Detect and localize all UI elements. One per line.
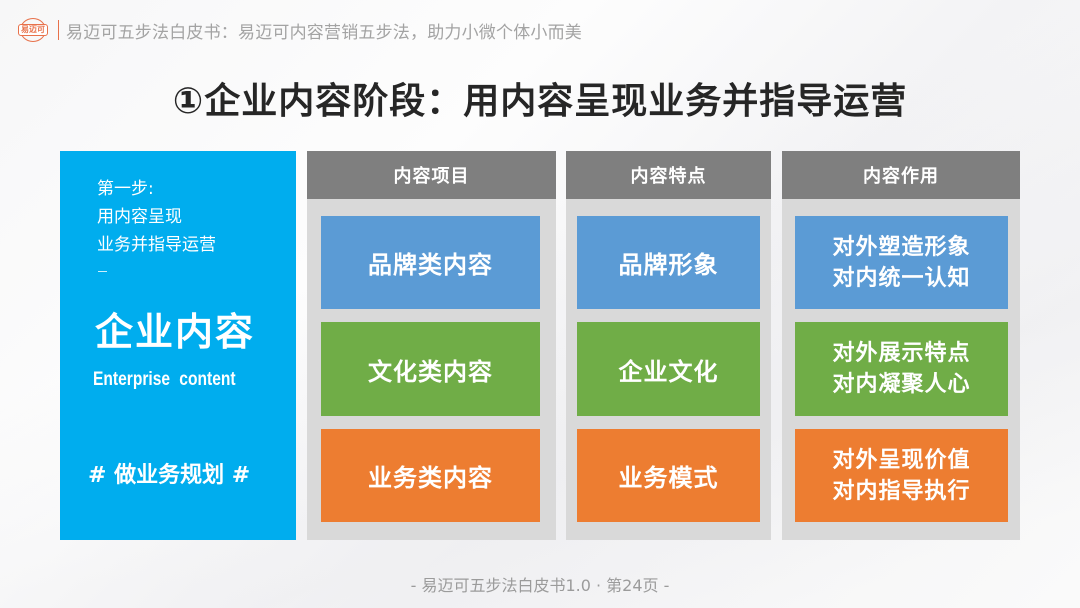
brand-logo-icon: 易迈可	[16, 18, 50, 42]
cell-text-line: 对内指导执行	[832, 478, 971, 504]
cell-text: 品牌形象	[618, 251, 719, 279]
column-content-features: 内容特点 品牌形象 企业文化 业务模式	[566, 151, 771, 540]
cell-show-features: 对外展示特点 对内凝聚人心	[795, 322, 1008, 416]
cell-text: 业务类内容	[368, 464, 493, 492]
header-bar: 易迈可 易迈可五步法白皮书：易迈可内容营销五步法，助力小微个体小而美	[16, 16, 582, 44]
cell-brand-image: 品牌形象	[577, 216, 760, 309]
cell-present-value: 对外呈现价值 对内指导执行	[795, 429, 1008, 522]
cell-brand-content: 品牌类内容	[321, 216, 540, 309]
cell-business-content: 业务类内容	[321, 429, 540, 522]
cell-business-model: 业务模式	[577, 429, 760, 522]
cell-text: 业务模式	[618, 464, 719, 492]
column-header: 内容项目	[307, 151, 556, 199]
column-header: 内容特点	[566, 151, 771, 199]
cell-text: 文化类内容	[368, 357, 493, 386]
cell-text: 品牌类内容	[368, 251, 493, 279]
cell-corporate-culture: 企业文化	[577, 322, 760, 416]
page-footer: - 易迈可五步法白皮书1.0 · 第24页 -	[410, 576, 670, 595]
cell-text-line: 对外展示特点	[832, 341, 971, 366]
column-content-roles: 内容作用 对外塑造形象 对内统一认知 对外展示特点 对内凝聚人心 对外呈现价值 …	[782, 151, 1020, 540]
header-subtitle: 易迈可五步法白皮书：易迈可内容营销五步法，助力小微个体小而美	[66, 22, 582, 43]
cell-culture-content: 文化类内容	[321, 322, 540, 416]
cell-text: 企业文化	[618, 357, 719, 386]
step-description: 第一步: 用内容呈现 业务并指导运营	[97, 175, 216, 259]
cell-text-line: 对外塑造形象	[832, 234, 971, 260]
stage-heading: 企业内容	[95, 310, 256, 354]
page-title: ①企业内容阶段：用内容呈现业务并指导运营	[172, 81, 908, 122]
cell-text-line: 对内凝聚人心	[832, 372, 971, 397]
step-line: 业务并指导运营	[97, 235, 216, 255]
stage-summary-panel: 第一步: 用内容呈现 业务并指导运营 企业内容 Enterprise conte…	[60, 151, 296, 540]
stage-hashtag: # 做业务规划 #	[88, 463, 251, 488]
column-content-items: 内容项目 品牌类内容 文化类内容 业务类内容	[307, 151, 556, 540]
step-line: 用内容呈现	[97, 207, 182, 227]
cell-text-line: 对内统一认知	[832, 265, 971, 291]
short-divider	[98, 271, 107, 272]
stage-heading-english: Enterprise content	[93, 369, 236, 390]
step-line: 第一步:	[97, 179, 154, 199]
cell-shape-image: 对外塑造形象 对内统一认知	[795, 216, 1008, 309]
logo-text: 易迈可	[18, 24, 48, 36]
header-divider	[58, 20, 59, 40]
column-header: 内容作用	[782, 151, 1020, 199]
cell-text-line: 对外呈现价值	[832, 447, 971, 473]
